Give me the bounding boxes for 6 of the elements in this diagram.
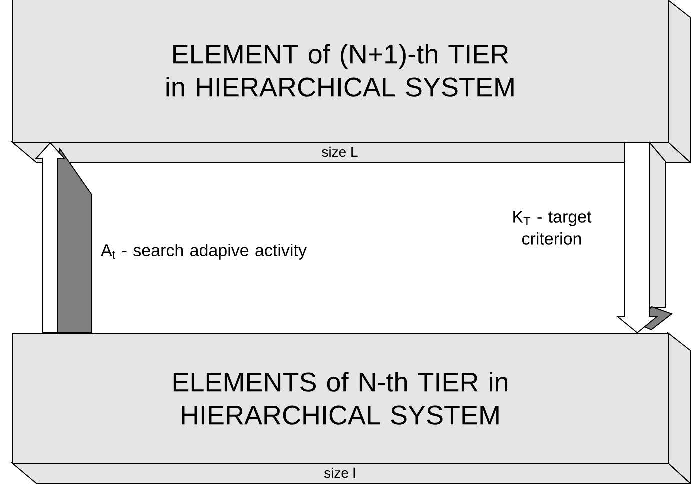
block-arrow [616,142,658,334]
node-label: size L [322,146,358,158]
node-label: size l [324,468,356,478]
edge-label: A$_{t}$ - search adapive activity [101,244,307,260]
edge-label: K$_{T}$ - target criterion [514,211,592,245]
block-arrow [34,142,66,334]
